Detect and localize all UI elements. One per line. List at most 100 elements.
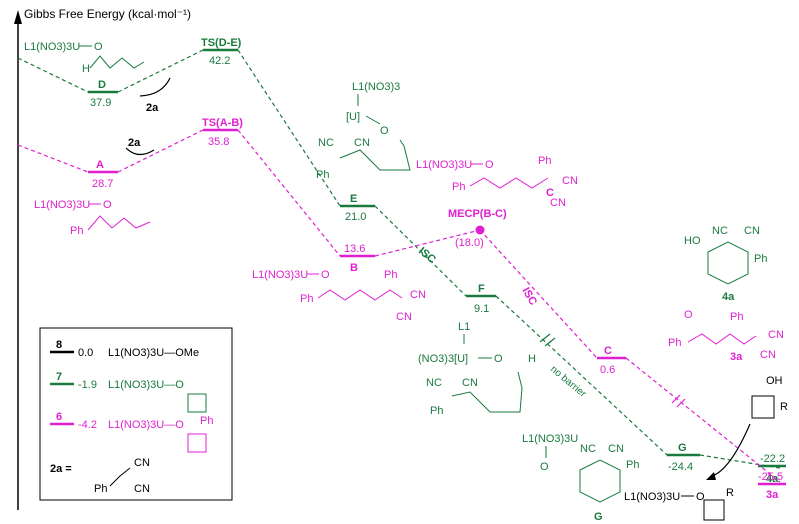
legend-value-8: 0.0 — [78, 347, 93, 359]
structure-G: L1(NO3)3U O NC CN Ph G — [522, 433, 639, 523]
svg-text:L1(NO3)3U: L1(NO3)3U — [34, 199, 90, 211]
label-D: D — [98, 79, 106, 91]
value-TSDE: 42.2 — [209, 55, 230, 67]
value-4a: -22.2 — [760, 453, 785, 465]
svg-text:2a: 2a — [146, 102, 159, 114]
svg-text:[U]: [U] — [346, 111, 360, 123]
y-axis: Gibbs Free Energy (kcal·mol⁻¹) — [14, 7, 191, 510]
svg-text:R: R — [780, 401, 788, 413]
legend: 8 0.0 L1(NO3)3U—OMe 7 -1.9 L1(NO3)3U—O 6… — [39, 327, 233, 501]
value-TSAB: 35.8 — [208, 136, 229, 148]
label-TSAB: TS(A-B) — [202, 117, 243, 129]
svg-text:L1(NO3)3U: L1(NO3)3U — [416, 159, 472, 171]
svg-text:G: G — [594, 511, 603, 523]
svg-text:O: O — [94, 41, 103, 53]
svg-text:NC: NC — [426, 377, 442, 389]
legend-reagent: 2a = — [50, 463, 72, 475]
svg-text:L1(NO3)3U: L1(NO3)3U — [522, 433, 578, 445]
structure-A: L1(NO3)3U O Ph — [34, 199, 151, 237]
svg-text:Ph: Ph — [538, 155, 551, 167]
svg-text:HO: HO — [684, 235, 701, 247]
svg-text:NC: NC — [318, 137, 334, 149]
svg-text:CN: CN — [608, 443, 624, 455]
svg-text:O: O — [321, 269, 330, 281]
structure-F: L1 (NO3)3[U] O H NC CN Ph — [418, 321, 536, 417]
label-4a: 4a — [766, 473, 779, 485]
green-labels: D 37.9 TS(D-E) 42.2 E 21.0 F 9.1 G -24.4… — [90, 37, 785, 485]
structure-C: L1(NO3)3U O Ph Ph CN CN C — [416, 155, 578, 209]
svg-text:CN: CN — [462, 377, 478, 389]
legend-id-8: 8 — [56, 339, 62, 351]
value-F: 9.1 — [474, 303, 489, 315]
svg-text:CN: CN — [354, 137, 370, 149]
label-B: B — [350, 262, 358, 274]
svg-text:Ph: Ph — [730, 311, 743, 323]
svg-text:(NO3)3[U]: (NO3)3[U] — [418, 353, 468, 365]
svg-text:Ph: Ph — [668, 337, 681, 349]
y-axis-label: Gibbs Free Energy (kcal·mol⁻¹) — [24, 7, 191, 21]
svg-text:L1(NO3)3: L1(NO3)3 — [352, 81, 400, 93]
svg-text:Ph: Ph — [200, 415, 213, 427]
svg-text:CN: CN — [134, 457, 150, 469]
legend-formula-6: L1(NO3)3U—O — [108, 419, 184, 431]
svg-text:L1: L1 — [458, 321, 470, 333]
label-TSDE: TS(D-E) — [201, 37, 242, 49]
svg-text:L1(NO3)3U: L1(NO3)3U — [624, 491, 680, 503]
isc-green: ISC — [416, 245, 438, 266]
structure-cyclobutanol: OH R — [706, 375, 788, 480]
reagent-2a-upper: 2a — [139, 77, 171, 114]
svg-text:L1(NO3)3U: L1(NO3)3U — [24, 41, 80, 53]
structure-E: L1(NO3)3 [U] O NC CN Ph — [316, 81, 411, 181]
svg-text:CN: CN — [410, 289, 426, 301]
svg-text:Ph: Ph — [754, 253, 767, 265]
svg-text:Ph: Ph — [626, 459, 639, 471]
svg-text:O: O — [696, 491, 705, 503]
structure-product-ether: L1(NO3)3U O R — [624, 487, 734, 521]
svg-text:Ph: Ph — [452, 181, 465, 193]
svg-text:Ph: Ph — [70, 225, 83, 237]
svg-text:CN: CN — [562, 175, 578, 187]
svg-text:O: O — [540, 461, 549, 473]
svg-text:O: O — [485, 159, 494, 171]
mecp-dot — [475, 225, 485, 235]
structure-B: L1(NO3)3U O Ph Ph CN CN — [252, 269, 426, 323]
svg-text:CN: CN — [550, 197, 566, 209]
legend-id-7: 7 — [56, 371, 62, 383]
green-pathway-connectors — [17, 49, 781, 469]
magenta-labels: A 28.7 TS(A-B) 35.8 13.6 B MECP(B-C) (18… — [92, 117, 783, 501]
legend-formula-8: L1(NO3)3U—OMe — [108, 347, 199, 359]
value-B: 13.6 — [344, 243, 365, 255]
value-C: 0.6 — [600, 364, 615, 376]
value-G: -24.4 — [668, 461, 693, 473]
magenta-levels — [88, 128, 786, 486]
svg-text:O: O — [103, 199, 112, 211]
svg-text:H: H — [528, 353, 536, 365]
label-C: C — [604, 345, 612, 357]
svg-text:Ph: Ph — [316, 169, 329, 181]
green-break-mark — [539, 333, 556, 347]
label-F: F — [478, 283, 485, 295]
value-D: 37.9 — [90, 97, 111, 109]
svg-text:OH: OH — [766, 375, 783, 387]
structure-green-top-left: L1(NO3)3U O H — [24, 41, 145, 75]
svg-text:O: O — [494, 353, 503, 365]
value-MECP: (18.0) — [455, 237, 484, 249]
legend-value-7: -1.9 — [78, 379, 97, 391]
reagent-2a-lower: 2a — [125, 137, 155, 156]
svg-text:H: H — [82, 63, 90, 75]
svg-text:3a: 3a — [730, 351, 743, 363]
structure-3a: O Ph Ph CN CN 3a — [668, 309, 784, 363]
label-A: A — [96, 159, 104, 171]
svg-text:NC: NC — [712, 225, 728, 237]
green-levels — [88, 48, 786, 468]
svg-text:O: O — [684, 309, 693, 321]
isc-magenta: ISC — [519, 286, 539, 308]
svg-text:C: C — [546, 187, 554, 199]
svg-text:2a: 2a — [128, 137, 141, 149]
svg-text:Ph: Ph — [300, 293, 313, 305]
svg-text:4a: 4a — [722, 291, 735, 303]
label-G: G — [678, 442, 687, 454]
svg-text:CN: CN — [744, 225, 760, 237]
value-3a: -25.5 — [758, 471, 783, 483]
